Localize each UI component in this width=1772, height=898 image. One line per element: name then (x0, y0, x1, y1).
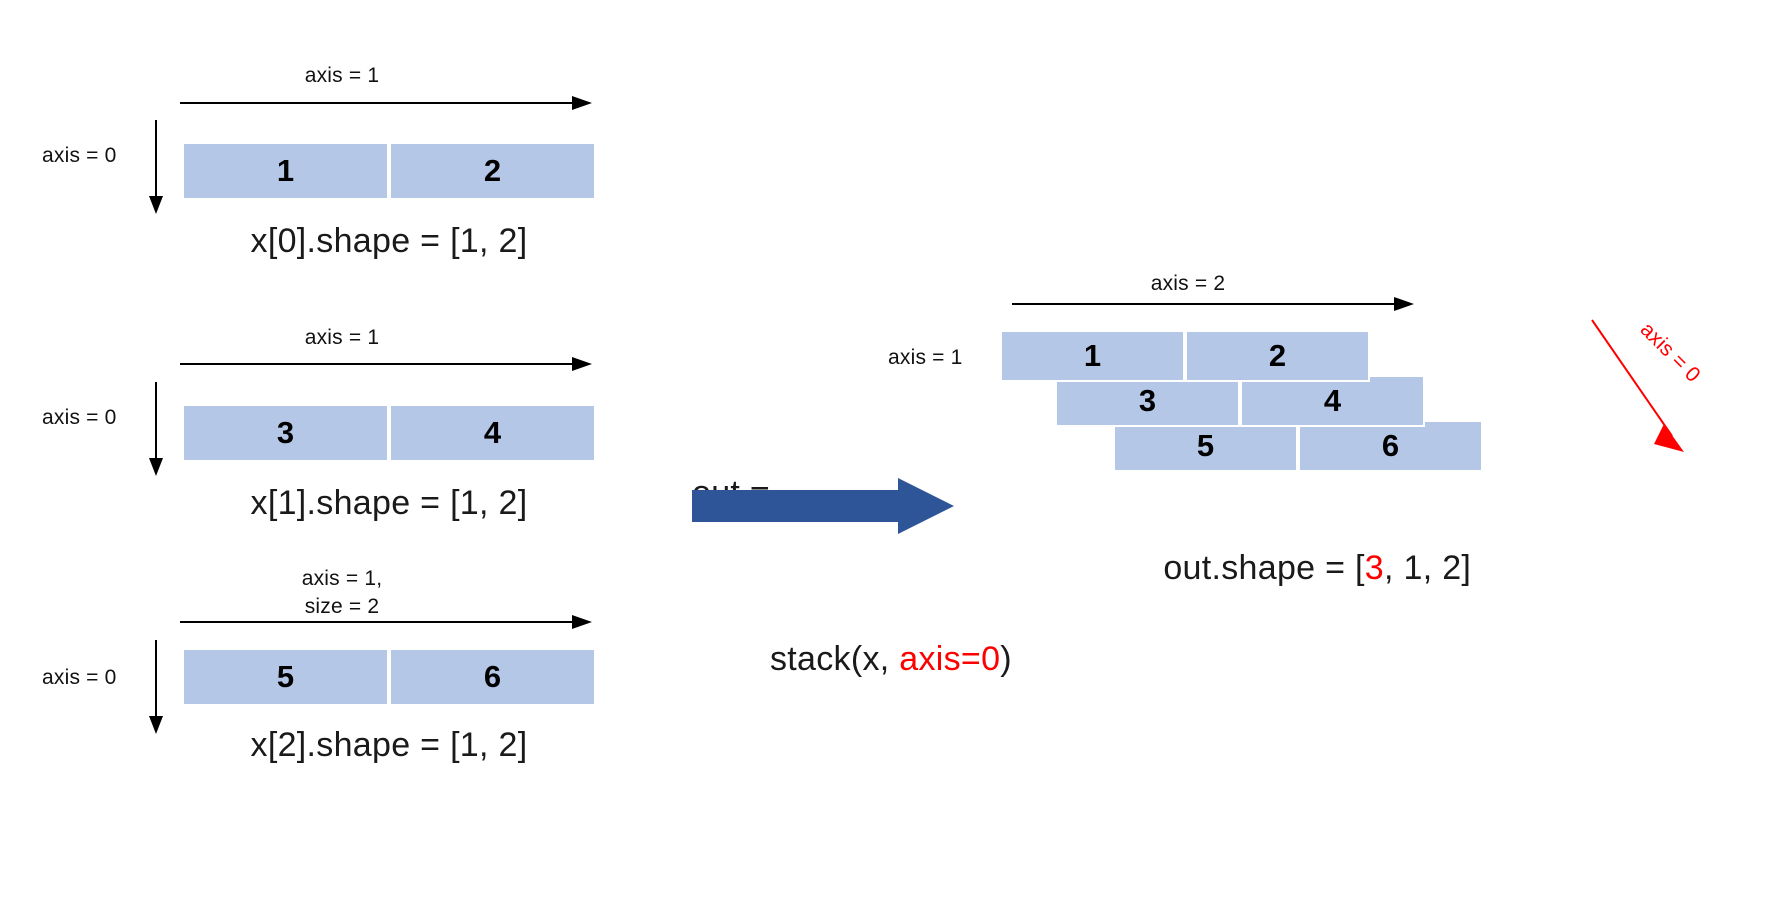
operation-formula: out = stack(x, axis=0) (692, 390, 1012, 805)
x0-shape-caption: x[0].shape = [1, 2] (250, 222, 528, 260)
output-layer-1-cell-1: 4 (1240, 375, 1425, 427)
output-layer-2: 5 6 (1113, 420, 1483, 472)
x2-cell-0: 5 (182, 648, 389, 706)
output-layer-0-cell-0: 1 (1000, 330, 1185, 382)
output-layer-2-cell-0: 5 (1113, 420, 1298, 472)
output-shape-accent: 3 (1364, 549, 1384, 587)
output-stack: 5 6 3 4 1 2 (1000, 330, 1560, 510)
x0-matrix: 1 2 (182, 142, 596, 200)
output-axis-vertical-label: axis = 1 (888, 346, 963, 369)
x0-axis-horizontal-arrow (180, 96, 592, 110)
x2-axis-horizontal-label: axis = 1, size = 2 (301, 567, 383, 618)
x2-axis-horizontal-arrow (180, 615, 592, 629)
x1-axis-vertical-label: axis = 0 (42, 406, 117, 429)
x0-cell-1: 2 (389, 142, 596, 200)
x1-axis-horizontal-label: axis = 1 (304, 326, 380, 349)
x1-cell-1: 4 (389, 404, 596, 462)
operation-axis-accent: axis=0 (899, 639, 1001, 678)
operation-line2-prefix: stack(x, (769, 639, 900, 678)
output-axis-depth-arrow (1591, 319, 1684, 452)
output-layer-0-cell-1: 2 (1185, 330, 1370, 382)
x1-matrix: 3 4 (182, 404, 596, 462)
x0-axis-vertical-arrow (149, 120, 163, 214)
output-layer-2-cell-1: 6 (1298, 420, 1483, 472)
output-shape-caption: out.shape = [3, 1, 2] (1078, 510, 1498, 627)
operation-line2-suffix: ) (1000, 639, 1012, 678)
output-layer-1: 3 4 (1055, 375, 1425, 427)
x1-cell-0: 3 (182, 404, 389, 462)
x0-axis-horizontal-label: axis = 1 (304, 64, 380, 87)
x2-matrix: 5 6 (182, 648, 596, 706)
x1-axis-vertical-arrow (149, 382, 163, 476)
output-layer-1-cell-0: 3 (1055, 375, 1240, 427)
x2-axis-vertical-label: axis = 0 (42, 666, 117, 689)
x1-axis-horizontal-arrow (180, 357, 592, 371)
x2-shape-caption: x[2].shape = [1, 2] (250, 726, 528, 764)
output-shape-suffix: , 1, 2] (1384, 549, 1472, 587)
right-arrow-icon (692, 478, 954, 534)
output-shape-prefix: out.shape = [ (1163, 549, 1365, 587)
output-layer-0: 1 2 (1000, 330, 1370, 382)
x0-cell-0: 1 (182, 142, 389, 200)
x0-axis-vertical-label: axis = 0 (42, 144, 117, 167)
x2-axis-vertical-arrow (149, 640, 163, 734)
x2-cell-1: 6 (389, 648, 596, 706)
output-axis-horizontal-label: axis = 2 (1150, 272, 1226, 295)
operation-line2: stack(x, axis=0) (692, 597, 1012, 721)
x1-shape-caption: x[1].shape = [1, 2] (250, 484, 528, 522)
output-axis-horizontal-arrow (1012, 297, 1414, 311)
